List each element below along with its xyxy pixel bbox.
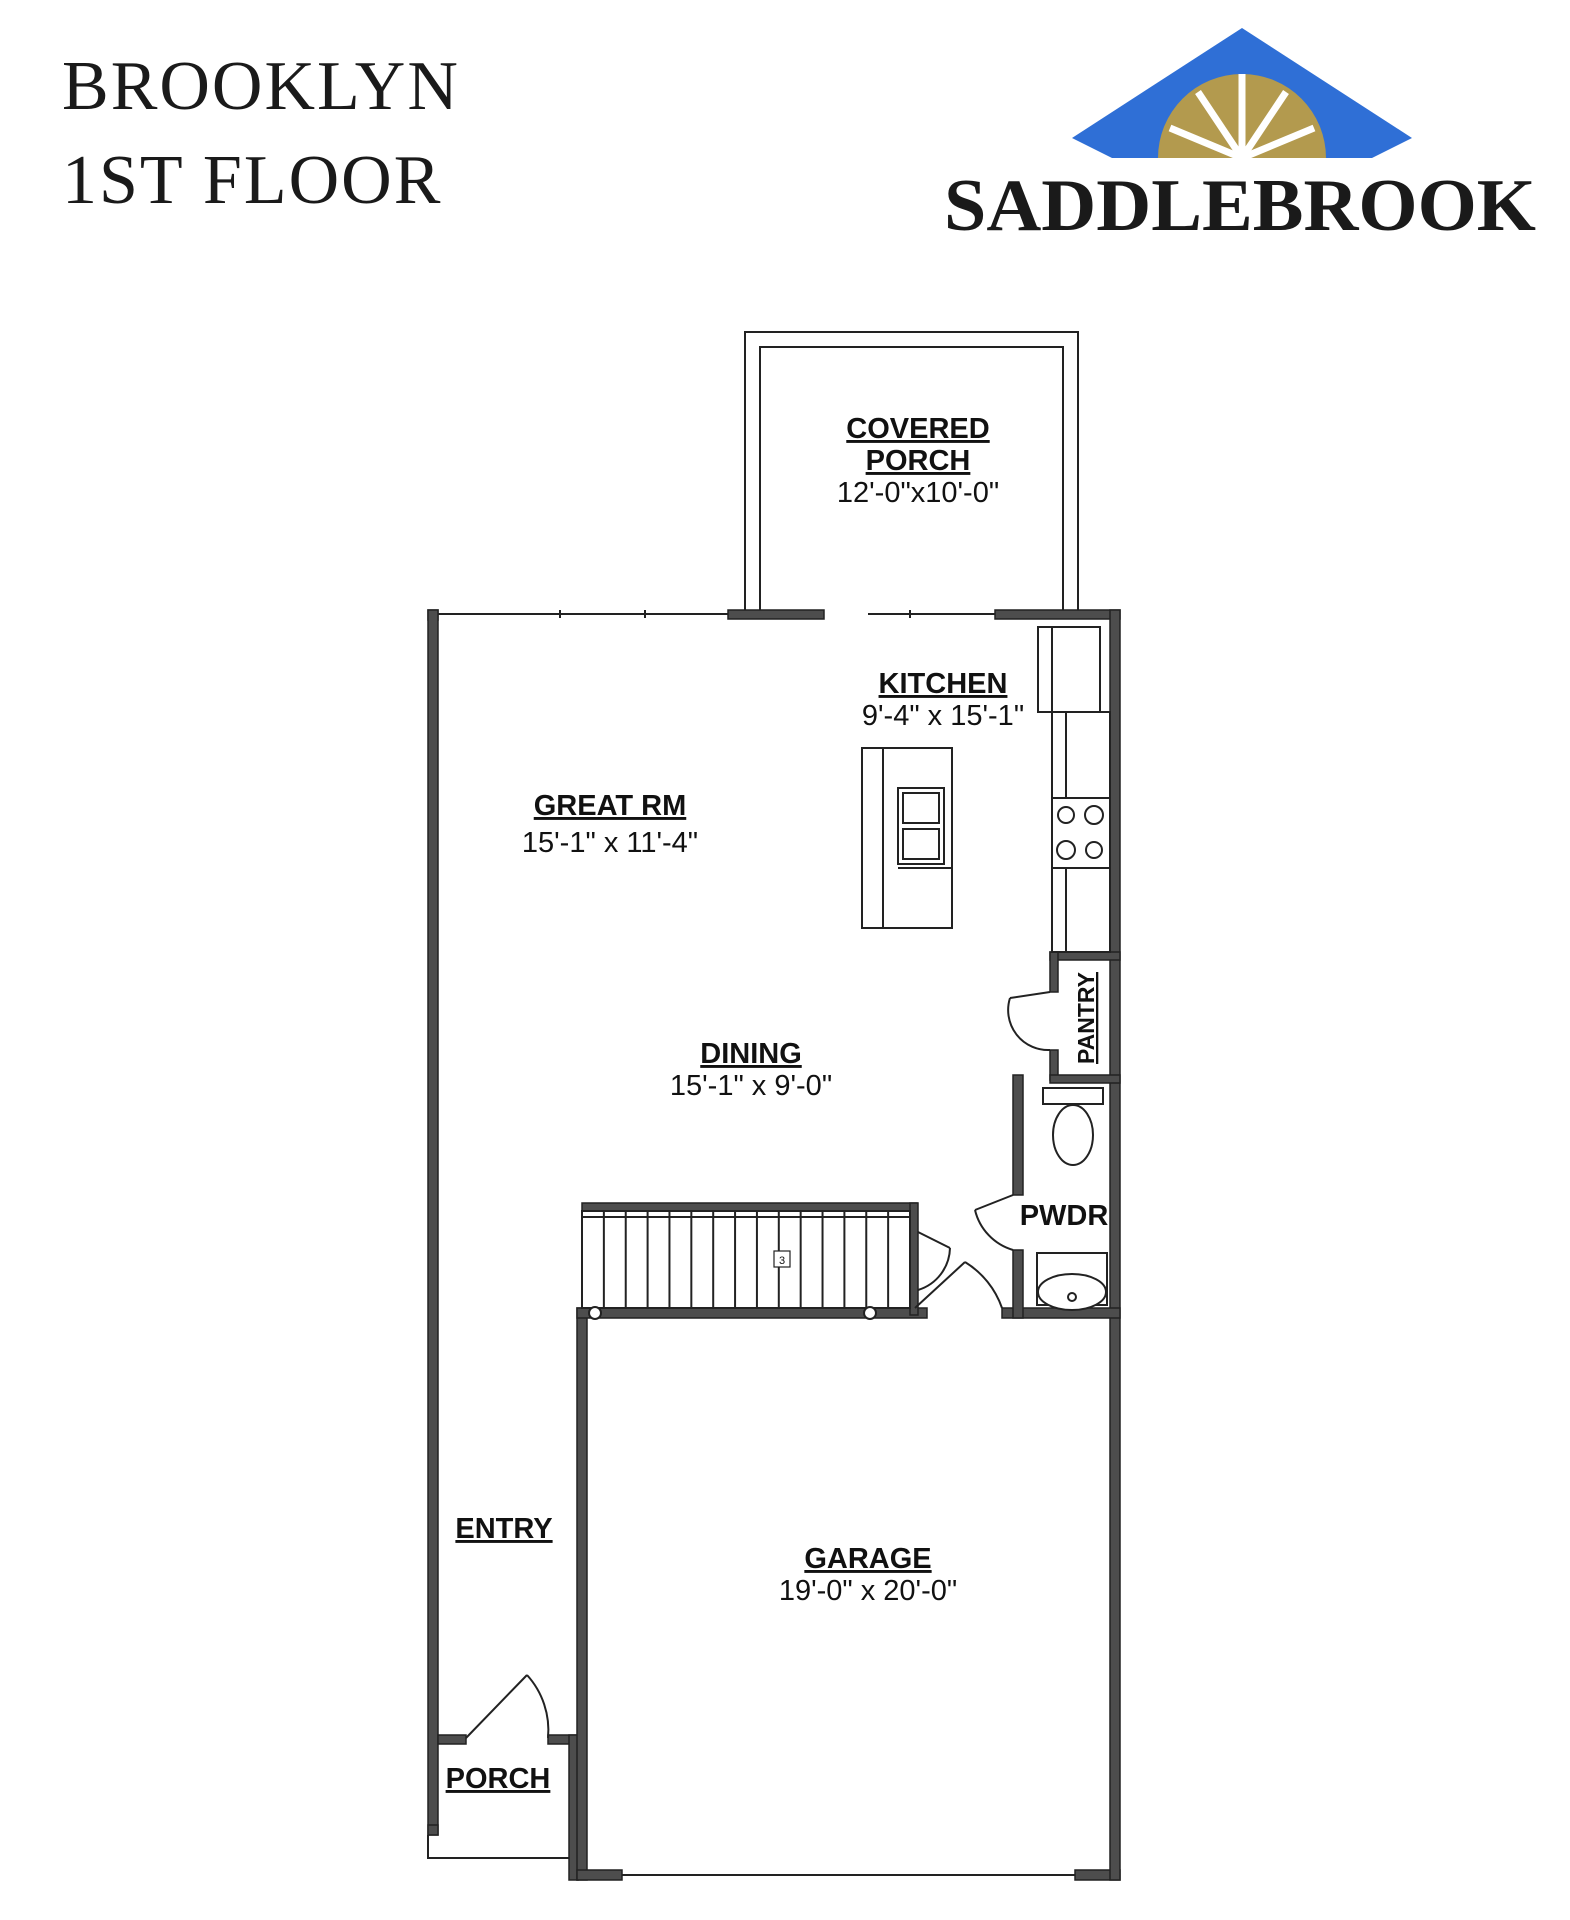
covered-porch-outline <box>744 331 1079 612</box>
powder-name: PWDR <box>1020 1200 1109 1232</box>
doors <box>465 610 1051 1739</box>
newel-post <box>863 1306 877 1320</box>
garage-name: GARAGE <box>804 1543 931 1575</box>
kitchen-name: KITCHEN <box>879 668 1008 700</box>
dining-size: 15'-1" x 9'-0" <box>670 1070 832 1102</box>
great-room-size: 15'-1" x 11'-4" <box>522 827 698 859</box>
great-room-name: GREAT RM <box>534 790 687 822</box>
covered-porch-name-1: COVERED <box>846 413 989 445</box>
covered-porch-size: 12'-0"x10'-0" <box>837 477 999 509</box>
dining-name: DINING <box>700 1038 802 1070</box>
kitchen-fixtures <box>861 626 1111 953</box>
exterior-walls <box>427 609 1121 1881</box>
floor-label: 1ST FLOOR <box>62 142 443 219</box>
stair-tag: 3 <box>779 1255 785 1267</box>
brand-name: SADDLEBROOK <box>944 165 1536 247</box>
interior-walls <box>581 951 1121 1319</box>
pantry-name: PANTRY <box>1073 972 1099 1064</box>
covered-porch-name-2: PORCH <box>866 445 971 477</box>
porch-name: PORCH <box>446 1763 551 1795</box>
garage-size: 19'-0" x 20'-0" <box>779 1575 957 1607</box>
entry-name: ENTRY <box>455 1513 552 1545</box>
staircase <box>581 1210 911 1320</box>
plan-name: BROOKLYN <box>62 48 460 125</box>
refrigerator <box>1037 626 1101 713</box>
newel-post <box>588 1306 602 1320</box>
room-labels: COVERED PORCH 12'-0"x10'-0" KITCHEN 9'-4… <box>446 413 1109 1795</box>
powder-fixtures <box>1036 1087 1108 1311</box>
kitchen-size: 9'-4" x 15'-1" <box>862 700 1024 732</box>
saddlebrook-logo: SADDLEBROOK <box>944 28 1536 247</box>
toilet-icon <box>1052 1104 1094 1166</box>
